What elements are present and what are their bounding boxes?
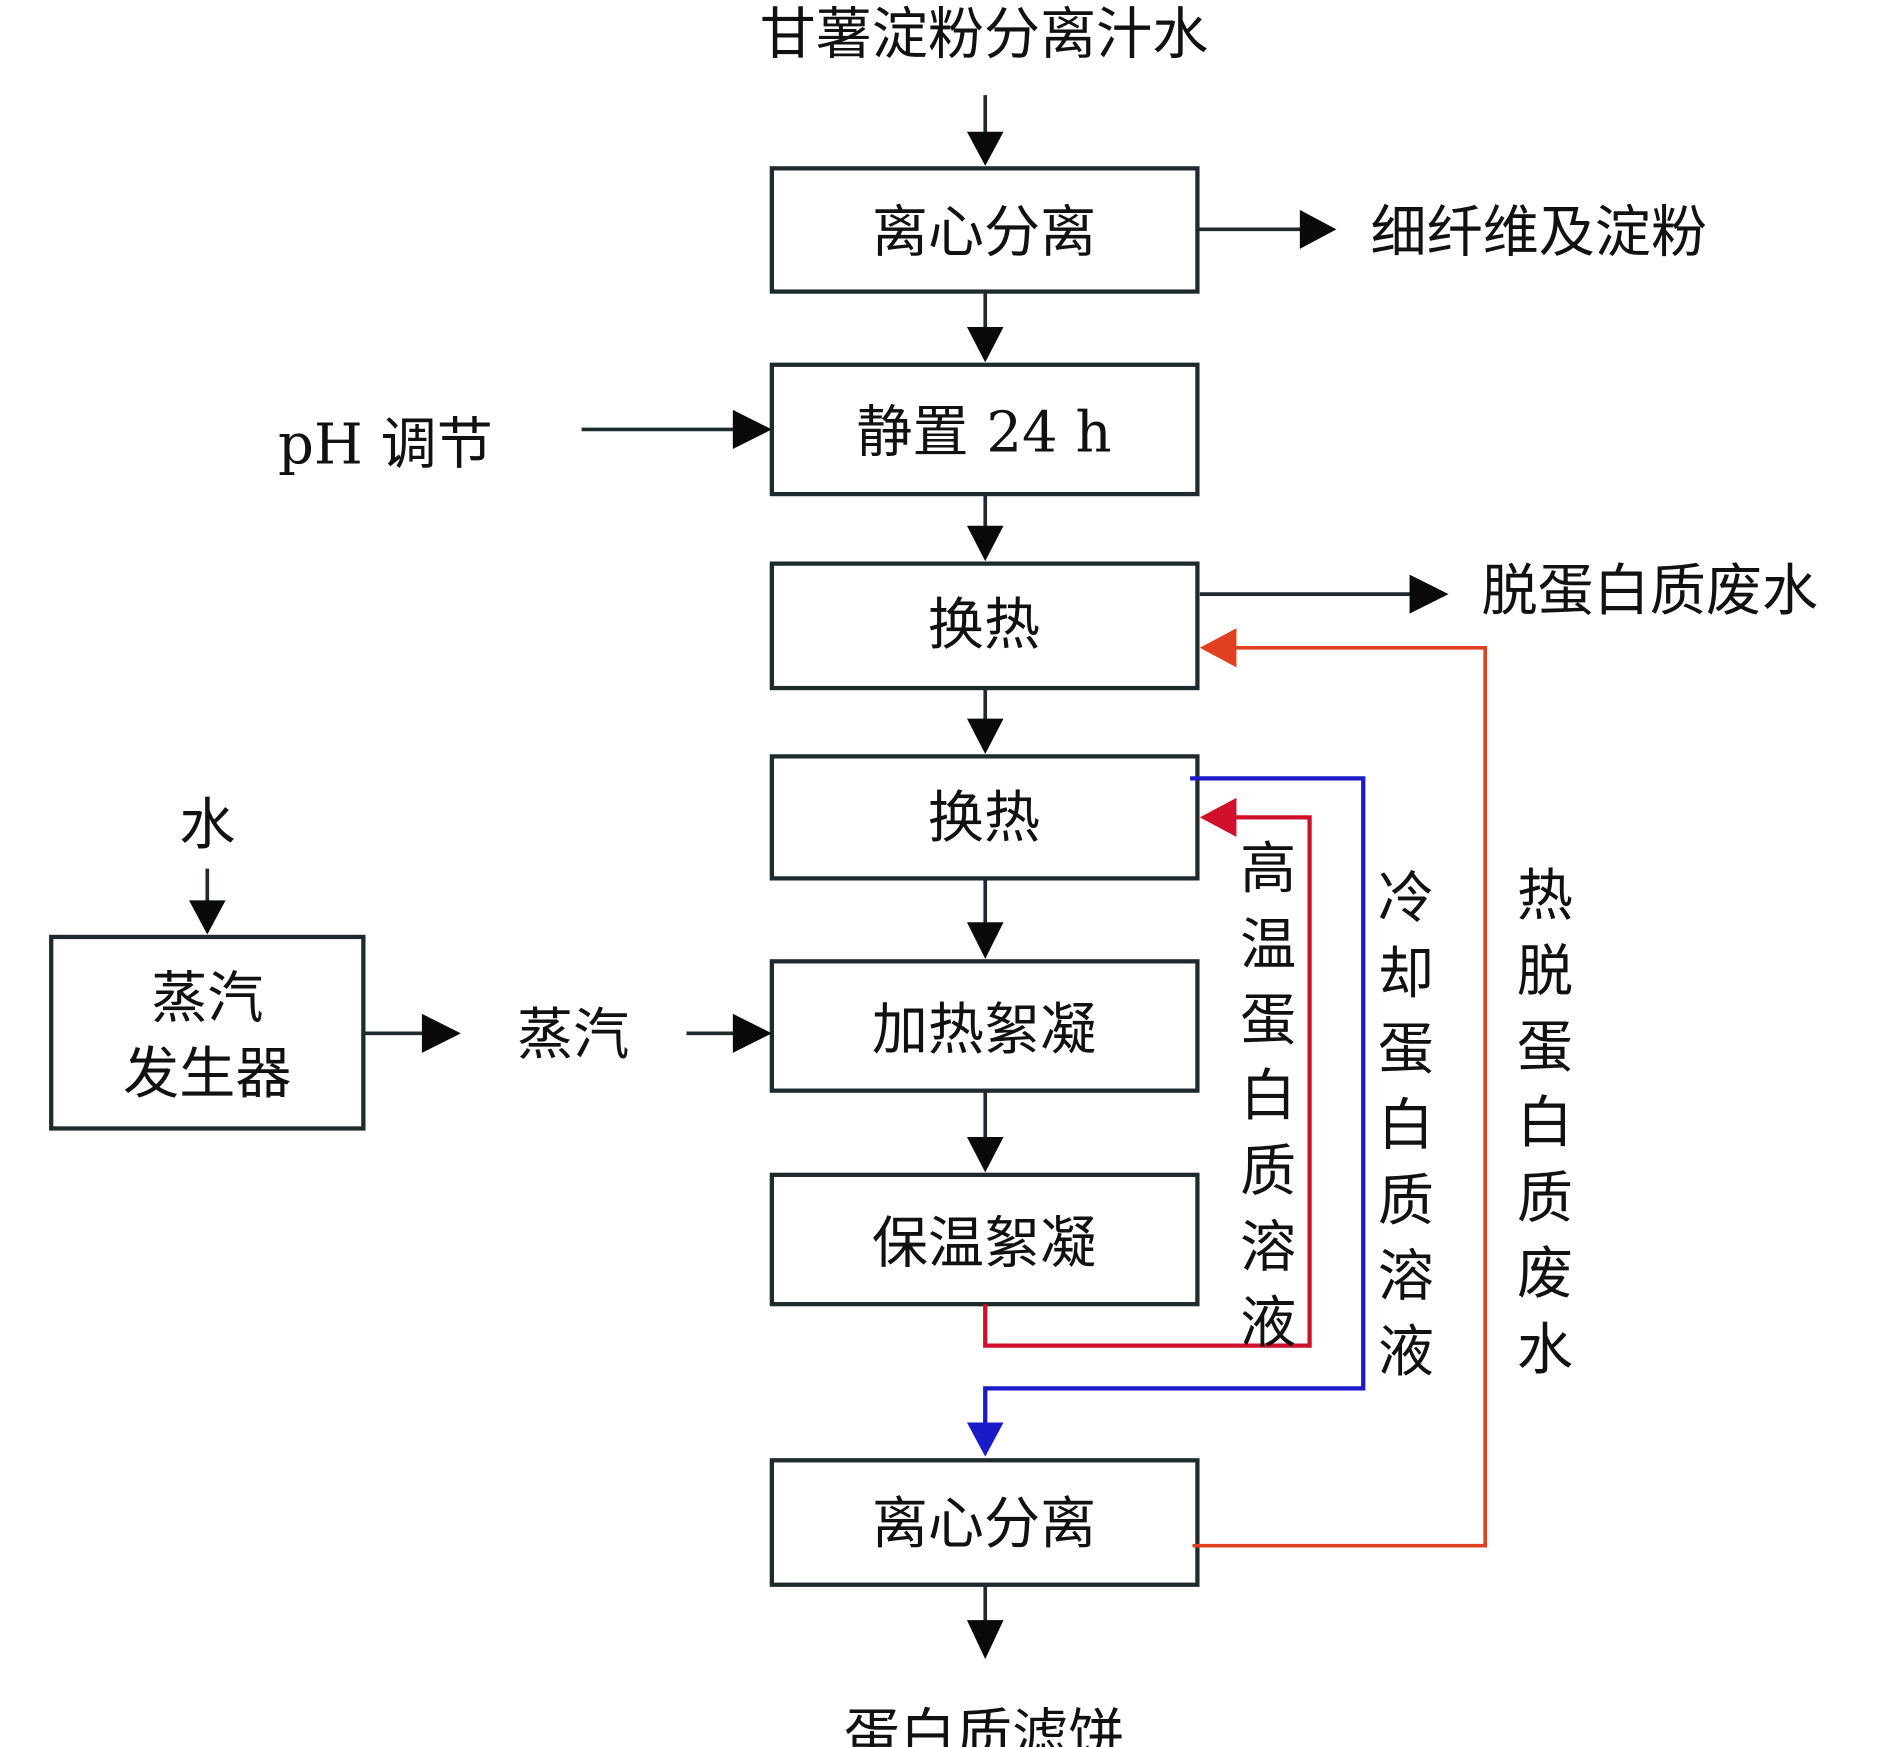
arrow-settle-to-heatexchange1 bbox=[966, 494, 1004, 562]
loop-label-char: 却 bbox=[1378, 942, 1434, 1007]
step-label: 换热 bbox=[928, 593, 1040, 658]
feed-label: 甘薯淀粉分离汁水 bbox=[760, 3, 1209, 68]
loop-high-temp-protein-solution bbox=[983, 797, 1312, 1348]
arrow-steam-to-heatfloc bbox=[686, 1013, 772, 1053]
loop-label-char: 温 bbox=[1240, 913, 1296, 978]
arrow-water-to-generator bbox=[189, 868, 226, 935]
step-heating-flocculation: 加热絮凝 bbox=[769, 959, 1200, 1093]
step-heat-exchange-1: 换热 bbox=[769, 561, 1200, 691]
input-steam: 蒸汽 bbox=[517, 1003, 629, 1068]
step-label: 保温絮凝 bbox=[872, 1212, 1096, 1277]
arrow-heatfloc-to-holdfloc bbox=[966, 1090, 1004, 1173]
step-label: 静置 24 h bbox=[856, 400, 1111, 465]
step-settle: 静置 24 h bbox=[769, 362, 1200, 497]
arrow-to-fiber-starch bbox=[1197, 209, 1337, 249]
step-centrifuge-1: 离心分离 bbox=[769, 166, 1200, 294]
steam-generator-label-line2: 发生器 bbox=[123, 1042, 291, 1107]
step-label: 换热 bbox=[928, 786, 1040, 851]
loop-cooled-protein-solution bbox=[966, 776, 1366, 1457]
loop-label-char: 水 bbox=[1517, 1318, 1573, 1383]
output-fiber-starch: 细纤维及淀粉 bbox=[1371, 200, 1707, 265]
loop-label-char: 废 bbox=[1517, 1242, 1573, 1307]
loop-label-char: 溶 bbox=[1240, 1215, 1296, 1280]
loop-label-char: 脱 bbox=[1517, 940, 1573, 1005]
step-label: 离心分离 bbox=[872, 200, 1096, 265]
step-label: 加热絮凝 bbox=[872, 998, 1096, 1063]
loop-label-hot-wastewater: 热 脱 蛋 白 质 废 水 bbox=[1517, 864, 1573, 1383]
step-centrifuge-2: 离心分离 bbox=[769, 1458, 1200, 1587]
loop-label-char: 高 bbox=[1240, 837, 1296, 902]
loop-label-cooled: 冷 却 蛋 白 质 溶 液 bbox=[1378, 866, 1434, 1385]
arrow-ph-to-settle bbox=[581, 409, 772, 449]
loop-label-char: 蛋 bbox=[1517, 1015, 1573, 1080]
arrow-to-deproteinized-wastewater bbox=[1199, 574, 1449, 614]
loop-label-char: 液 bbox=[1240, 1291, 1296, 1356]
steam-generator: 蒸汽 发生器 bbox=[49, 934, 366, 1131]
input-ph-adjust: pH 调节 bbox=[278, 413, 493, 478]
steam-generator-label-line1: 蒸汽 bbox=[151, 966, 263, 1031]
loop-label-char: 热 bbox=[1517, 864, 1573, 929]
loop-label-char: 白 bbox=[1378, 1093, 1434, 1158]
arrow-centrifuge1-to-settle bbox=[966, 291, 1004, 363]
arrow-heatexchange1-to-heatexchange2 bbox=[966, 688, 1004, 754]
step-label: 离心分离 bbox=[872, 1492, 1096, 1557]
step-holding-flocculation: 保温絮凝 bbox=[769, 1172, 1200, 1307]
loop-label-char: 质 bbox=[1240, 1140, 1296, 1205]
arrow-feed-to-centrifuge1 bbox=[966, 95, 1004, 166]
loop-label-char: 质 bbox=[1517, 1167, 1573, 1232]
input-water: 水 bbox=[179, 793, 235, 858]
loop-hot-deproteinized-wastewater bbox=[1192, 628, 1488, 1548]
loop-label-char: 冷 bbox=[1378, 866, 1434, 931]
output-deproteinized-wastewater: 脱蛋白质废水 bbox=[1482, 559, 1818, 624]
loop-label-char: 液 bbox=[1378, 1320, 1434, 1385]
loop-label-char: 蛋 bbox=[1378, 1018, 1434, 1083]
loop-label-char: 蛋 bbox=[1240, 988, 1296, 1053]
arrow-heatexchange2-to-heatfloc bbox=[966, 878, 1004, 959]
loop-label-char: 质 bbox=[1378, 1169, 1434, 1234]
loop-label-char: 白 bbox=[1240, 1064, 1296, 1129]
loop-label-high-temp: 高 温 蛋 白 质 溶 液 bbox=[1240, 837, 1296, 1356]
loop-label-char: 溶 bbox=[1378, 1245, 1434, 1310]
arrow-generator-to-steam bbox=[363, 1013, 461, 1053]
arrow-centrifuge2-to-cake bbox=[966, 1584, 1004, 1660]
output-protein-cake: 蛋白质滤饼 bbox=[844, 1703, 1124, 1747]
loop-label-char: 白 bbox=[1517, 1091, 1573, 1156]
step-heat-exchange-2: 换热 bbox=[769, 754, 1200, 881]
